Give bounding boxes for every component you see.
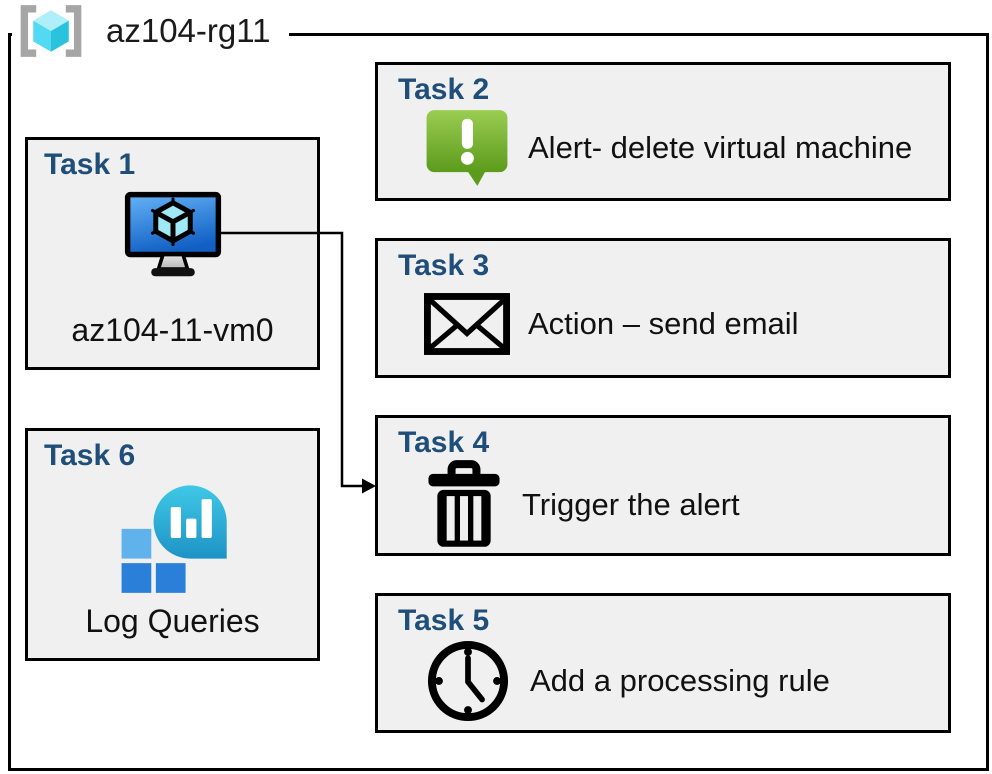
task5-label: Add a processing rule bbox=[530, 663, 830, 698]
task1-box: Task 1 bbox=[25, 137, 320, 370]
task4-box: Task 4 Trigger the alert bbox=[375, 415, 951, 556]
delete-trash-icon bbox=[428, 460, 500, 547]
task3-box: Task 3 Action – send email bbox=[375, 238, 951, 378]
resource-group-name: az104-rg11 bbox=[106, 12, 271, 49]
log-analytics-icon bbox=[121, 485, 227, 593]
resource-group-label: az104-rg11 bbox=[12, 0, 289, 62]
alert-message-icon bbox=[426, 110, 508, 186]
email-envelope-icon bbox=[424, 292, 510, 355]
task6-box: Task 6 Log Queries bbox=[25, 428, 320, 661]
task2-box: Task 2 Alert- delete virtual machine bbox=[375, 62, 951, 201]
task2-label: Alert- delete virtual machine bbox=[528, 130, 913, 165]
task6-label: Log Queries bbox=[85, 603, 260, 639]
task5-box: Task 5 Add a processing rule bbox=[375, 593, 951, 733]
task4-label: Trigger the alert bbox=[522, 487, 740, 522]
task1-label: az104-11-vm0 bbox=[71, 312, 274, 348]
task6-title: Task 6 bbox=[44, 439, 136, 472]
task1-title: Task 1 bbox=[44, 148, 136, 181]
resource-group-icon bbox=[20, 5, 82, 57]
virtual-machine-icon bbox=[124, 191, 221, 277]
task2-title: Task 2 bbox=[398, 73, 490, 106]
task4-title: Task 4 bbox=[398, 426, 490, 459]
task3-label: Action – send email bbox=[528, 305, 799, 341]
task5-title: Task 5 bbox=[398, 604, 490, 637]
task3-title: Task 3 bbox=[398, 249, 490, 282]
clock-schedule-icon bbox=[427, 640, 509, 722]
